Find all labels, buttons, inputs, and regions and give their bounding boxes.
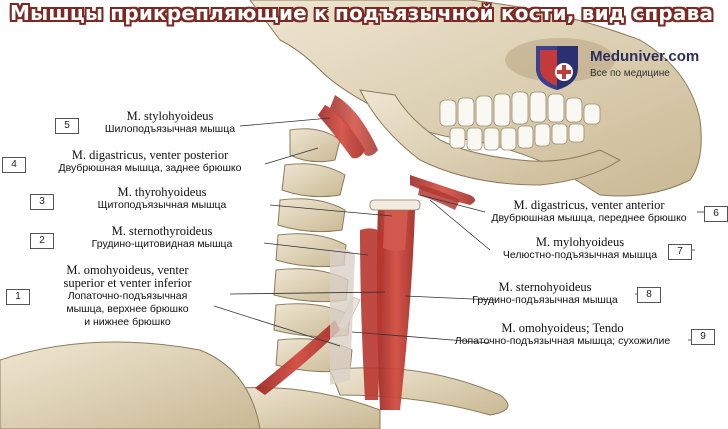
page-title: Мышцы прикрепляющие к подъязычной кости,…	[10, 1, 714, 25]
label-mylohyoideus: M. mylohyoideus Челюстно-подъязычная мыш…	[490, 236, 670, 262]
label-omohyoideus: M. omohyoideus, venter superior et vente…	[30, 264, 225, 329]
title-bar: Мышцы прикрепляющие к подъязычной кости,…	[0, 0, 728, 30]
logo-name: Meduniver.com	[590, 48, 700, 65]
omohyoid-muscle	[255, 320, 340, 395]
label-russian: Шилоподъязычная мышца	[104, 123, 236, 135]
label-number-6: 6	[704, 206, 728, 222]
leader-lines	[8, 117, 712, 347]
label-latin: M. omohyoideus, venter	[66, 263, 189, 277]
label-latin: M. stylohyoideus	[126, 109, 214, 123]
label-russian: Грудино-подъязычная мышца	[472, 294, 618, 306]
mandible	[359, 89, 621, 186]
label-russian: мышца, верхнее брюшко	[66, 303, 189, 315]
trachea	[330, 248, 355, 385]
label-latin: superior et venter inferior	[63, 276, 192, 290]
label-digastricus-anterior: M. digastricus, venter anterior Двубрюшн…	[480, 199, 698, 225]
shield-icon	[536, 46, 578, 90]
label-number-5: 5	[55, 118, 79, 134]
label-number-8: 8	[637, 287, 661, 303]
label-latin: M. sternothyroideus	[111, 224, 213, 238]
label-sternohyoideus: M. sternohyoideus Грудино-подъязычная мы…	[455, 281, 635, 307]
upper-teeth	[439, 91, 601, 127]
label-number-7: 7	[668, 244, 692, 260]
shoulder	[0, 341, 261, 429]
meduniver-logo[interactable]: Meduniver.com Все по медицине	[530, 42, 700, 92]
mylohyoid-muscle	[418, 185, 460, 210]
label-latin: M. thyrohyoideus	[117, 185, 207, 199]
label-russian: Лопаточно-подъязычная мышца; сухожилие	[454, 335, 671, 347]
lower-teeth	[449, 123, 585, 151]
label-stylohyoideus: M. stylohyoideus Шилоподъязычная мышца	[90, 110, 250, 136]
label-russian: Грудино-щитовидная мышца	[91, 238, 233, 250]
label-latin: M. sternohyoideus	[498, 280, 592, 294]
sternothyroid-muscle	[360, 228, 385, 400]
digastric-anterior	[410, 175, 475, 205]
label-number-4: 4	[2, 157, 26, 173]
label-omohyoideus-tendo: M. omohyoideus; Tendo Лопаточно-подъязыч…	[436, 322, 689, 348]
label-russian: и нижнее брюшко	[84, 316, 171, 328]
hyoid-bone	[369, 199, 421, 211]
logo-tagline: Все по медицине	[590, 68, 670, 79]
label-digastricus-posterior: M. digastricus, venter posterior Двубрюш…	[30, 149, 270, 175]
label-number-9: 9	[691, 329, 715, 345]
label-latin: M. omohyoideus; Tendo	[501, 321, 624, 335]
thyrohyoid-muscle	[383, 204, 408, 251]
label-number-3: 3	[30, 194, 54, 210]
label-thyrohyoideus: M. thyrohyoideus Щитоподъязычная мышца	[62, 186, 262, 212]
label-number-1: 1	[6, 289, 30, 305]
label-russian: Двубрюшная мышца, переднее брюшко	[491, 212, 687, 224]
label-latin: M. digastricus, venter anterior	[513, 198, 665, 212]
cervical-spine	[273, 128, 353, 373]
label-number-2: 2	[30, 233, 54, 249]
digastric-posterior	[330, 95, 378, 156]
label-russian: Лопаточно-подъязычная	[67, 290, 188, 302]
label-latin: M. digastricus, venter posterior	[71, 148, 229, 162]
label-latin: M. mylohyoideus	[535, 235, 625, 249]
label-sternothyroideus: M. sternothyroideus Грудино-щитовидная м…	[62, 225, 262, 251]
sternohyoid-muscle	[376, 203, 415, 410]
label-russian: Челюстно-подъязычная мышца	[502, 249, 658, 261]
label-russian: Щитоподъязычная мышца	[97, 199, 227, 211]
label-russian: Двубрюшная мышца, заднее брюшко	[58, 162, 242, 174]
